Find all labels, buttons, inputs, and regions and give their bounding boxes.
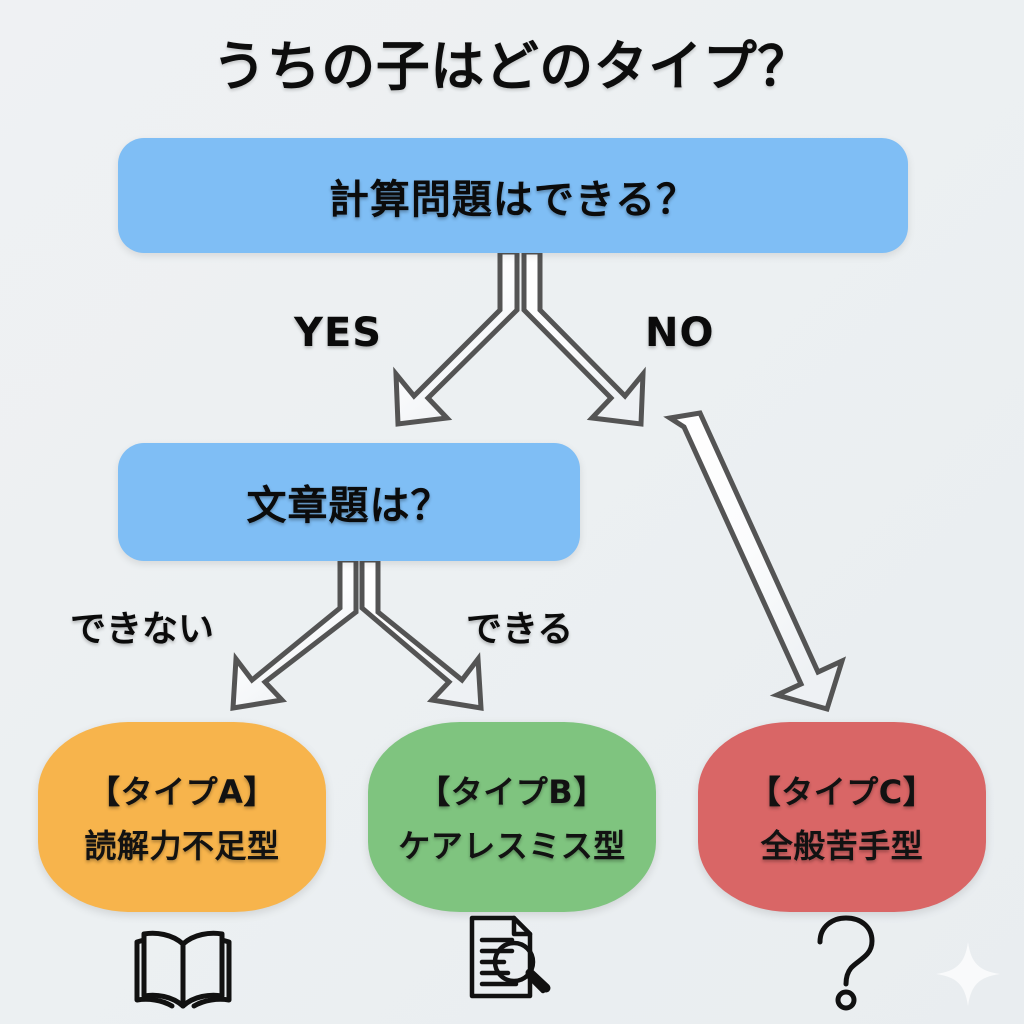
question-node-calc[interactable]: 計算問題はできる？ [118, 138, 908, 253]
result-node-type-a-title: 【タイプA】 [88, 773, 276, 811]
question-node-calc-label: 計算問題はできる？ [328, 176, 698, 223]
edge-label-dekiru: できる [466, 609, 574, 650]
question-node-word-label: 文章題は？ [246, 483, 452, 529]
sparkle-icon [936, 942, 1000, 1006]
arrow-calc-no [521, 249, 646, 427]
question-mark-icon [817, 915, 875, 1011]
result-node-type-b[interactable]: 【タイプB】 ケアレスミス型 [368, 722, 656, 912]
arrow-no-to-type-c [663, 410, 847, 713]
result-node-type-a[interactable]: 【タイプA】 読解力不足型 [38, 722, 326, 912]
edge-label-yes: YES [294, 310, 383, 356]
result-node-type-c-title: 【タイプC】 [748, 773, 936, 811]
result-node-type-c-subtitle: 全般苦手型 [760, 827, 924, 865]
question-node-word[interactable]: 文章題は？ [118, 443, 580, 561]
open-book-icon [134, 930, 232, 1009]
result-node-type-c[interactable]: 【タイプC】 全般苦手型 [698, 722, 986, 912]
result-node-type-b-subtitle: ケアレスミス型 [398, 827, 626, 865]
result-node-type-b-title: 【タイプB】 [418, 773, 606, 811]
document-search-icon [469, 915, 551, 999]
arrow-word-dekinai [230, 557, 359, 711]
result-node-type-a-subtitle: 読解力不足型 [84, 827, 280, 865]
edge-label-no: NO [645, 310, 715, 356]
arrow-word-dekiru [359, 557, 484, 711]
arrow-calc-yes [393, 249, 520, 427]
page-title: うちの子はどのタイプ？ [212, 35, 812, 98]
edge-label-dekinai: できない [70, 609, 215, 650]
